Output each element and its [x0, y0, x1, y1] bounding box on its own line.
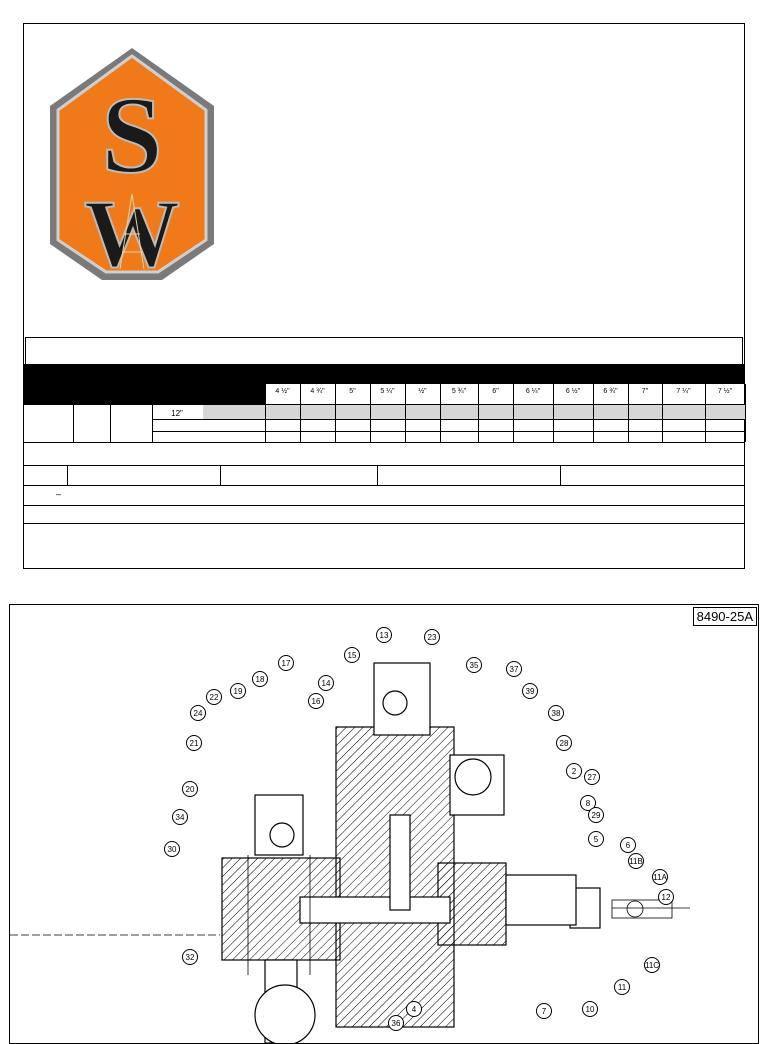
spec-sheet: S W	[23, 23, 745, 569]
size-column-label: 7"	[641, 388, 649, 395]
part-callout: 11	[614, 979, 630, 995]
part-callout: 36	[388, 1015, 404, 1031]
drawing-number: 8490-25A	[692, 607, 757, 626]
grid-column-line	[745, 384, 746, 442]
grid-column-line	[335, 384, 336, 442]
part-callout: 39	[522, 683, 538, 699]
size-column-label: 6"	[492, 388, 499, 395]
size-column-label: 5 ¼"	[380, 388, 395, 395]
part-callout: 22	[206, 689, 222, 705]
divider	[23, 505, 745, 506]
size-column-label: 4 ½"	[275, 388, 290, 395]
size-column-label: 5 ¾"	[451, 388, 467, 395]
dash-note: –	[56, 489, 62, 499]
part-callout: 30	[164, 841, 180, 857]
grid-column-line	[662, 384, 663, 442]
part-callout: 18	[252, 671, 268, 687]
grid-column-line	[440, 384, 441, 442]
size-column-label: ½"	[418, 388, 427, 395]
part-callout: 17	[278, 655, 294, 671]
grid-column-line	[705, 384, 706, 442]
part-callout: 5	[588, 831, 604, 847]
header-black-block	[23, 364, 265, 404]
size-column-label: 7 ½"	[717, 388, 733, 395]
company-logo: S W	[50, 48, 214, 284]
part-callout: 13	[376, 627, 392, 643]
grid-column-line	[593, 384, 594, 442]
size-header-bar	[265, 364, 745, 384]
part-callout: 19	[230, 683, 246, 699]
grid-column-line	[370, 384, 371, 442]
part-callout: 2	[566, 763, 582, 779]
grid-column-line	[513, 384, 514, 442]
part-callout: 38	[548, 705, 564, 721]
size-grid: 12"	[23, 404, 745, 443]
part-callout: 21	[186, 735, 202, 751]
part-callout: 7	[536, 1003, 552, 1019]
divider	[23, 442, 745, 443]
divider	[23, 523, 745, 524]
part-callout: 12	[658, 889, 674, 905]
part-callout: 24	[190, 705, 206, 721]
part-callout: 10	[582, 1001, 598, 1017]
size-column-label: 4 ¾"	[310, 388, 325, 395]
title-row	[25, 337, 743, 365]
part-callout: 32	[182, 949, 198, 965]
size-column-label: 7 ¼"	[676, 388, 691, 395]
assembly-drawing: 8490-25A	[9, 604, 759, 1044]
part-callout: 6	[620, 837, 636, 853]
grid-column-line	[405, 384, 406, 442]
grid-column-line	[300, 384, 301, 442]
part-callout: 34	[172, 809, 188, 825]
size-column-label: 6 ¾"	[603, 388, 618, 395]
part-callout: 20	[182, 781, 198, 797]
part-callout: 28	[556, 735, 572, 751]
part-callout: 16	[308, 693, 324, 709]
tool-size-label: 12"	[171, 409, 183, 418]
part-callout: 23	[424, 629, 440, 645]
size-column-label: 6 ¼"	[525, 388, 541, 395]
size-column-label: 6 ½"	[565, 388, 581, 395]
grid-column-line	[265, 384, 266, 442]
size-column-label: 5"	[349, 388, 356, 395]
logo-letter-s: S	[101, 74, 162, 196]
part-callout: 27	[584, 769, 600, 785]
info-row	[23, 465, 745, 486]
cross-section-drawing	[10, 662, 690, 1043]
part-callout: 11A	[652, 869, 668, 885]
size-header	[23, 364, 745, 404]
part-callout: 14	[318, 675, 334, 691]
part-callout: 11C	[644, 957, 660, 973]
grid-column-line	[478, 384, 479, 442]
part-callout: 35	[466, 657, 482, 673]
grid-column-line	[628, 384, 629, 442]
part-callout: 4	[406, 1001, 422, 1017]
part-callout: 15	[344, 647, 360, 663]
grid-column-line	[553, 384, 554, 442]
part-callout: 11B	[628, 853, 644, 869]
derrick-icon	[119, 193, 145, 270]
part-callout: 29	[588, 807, 604, 823]
part-callout: 37	[506, 661, 522, 677]
